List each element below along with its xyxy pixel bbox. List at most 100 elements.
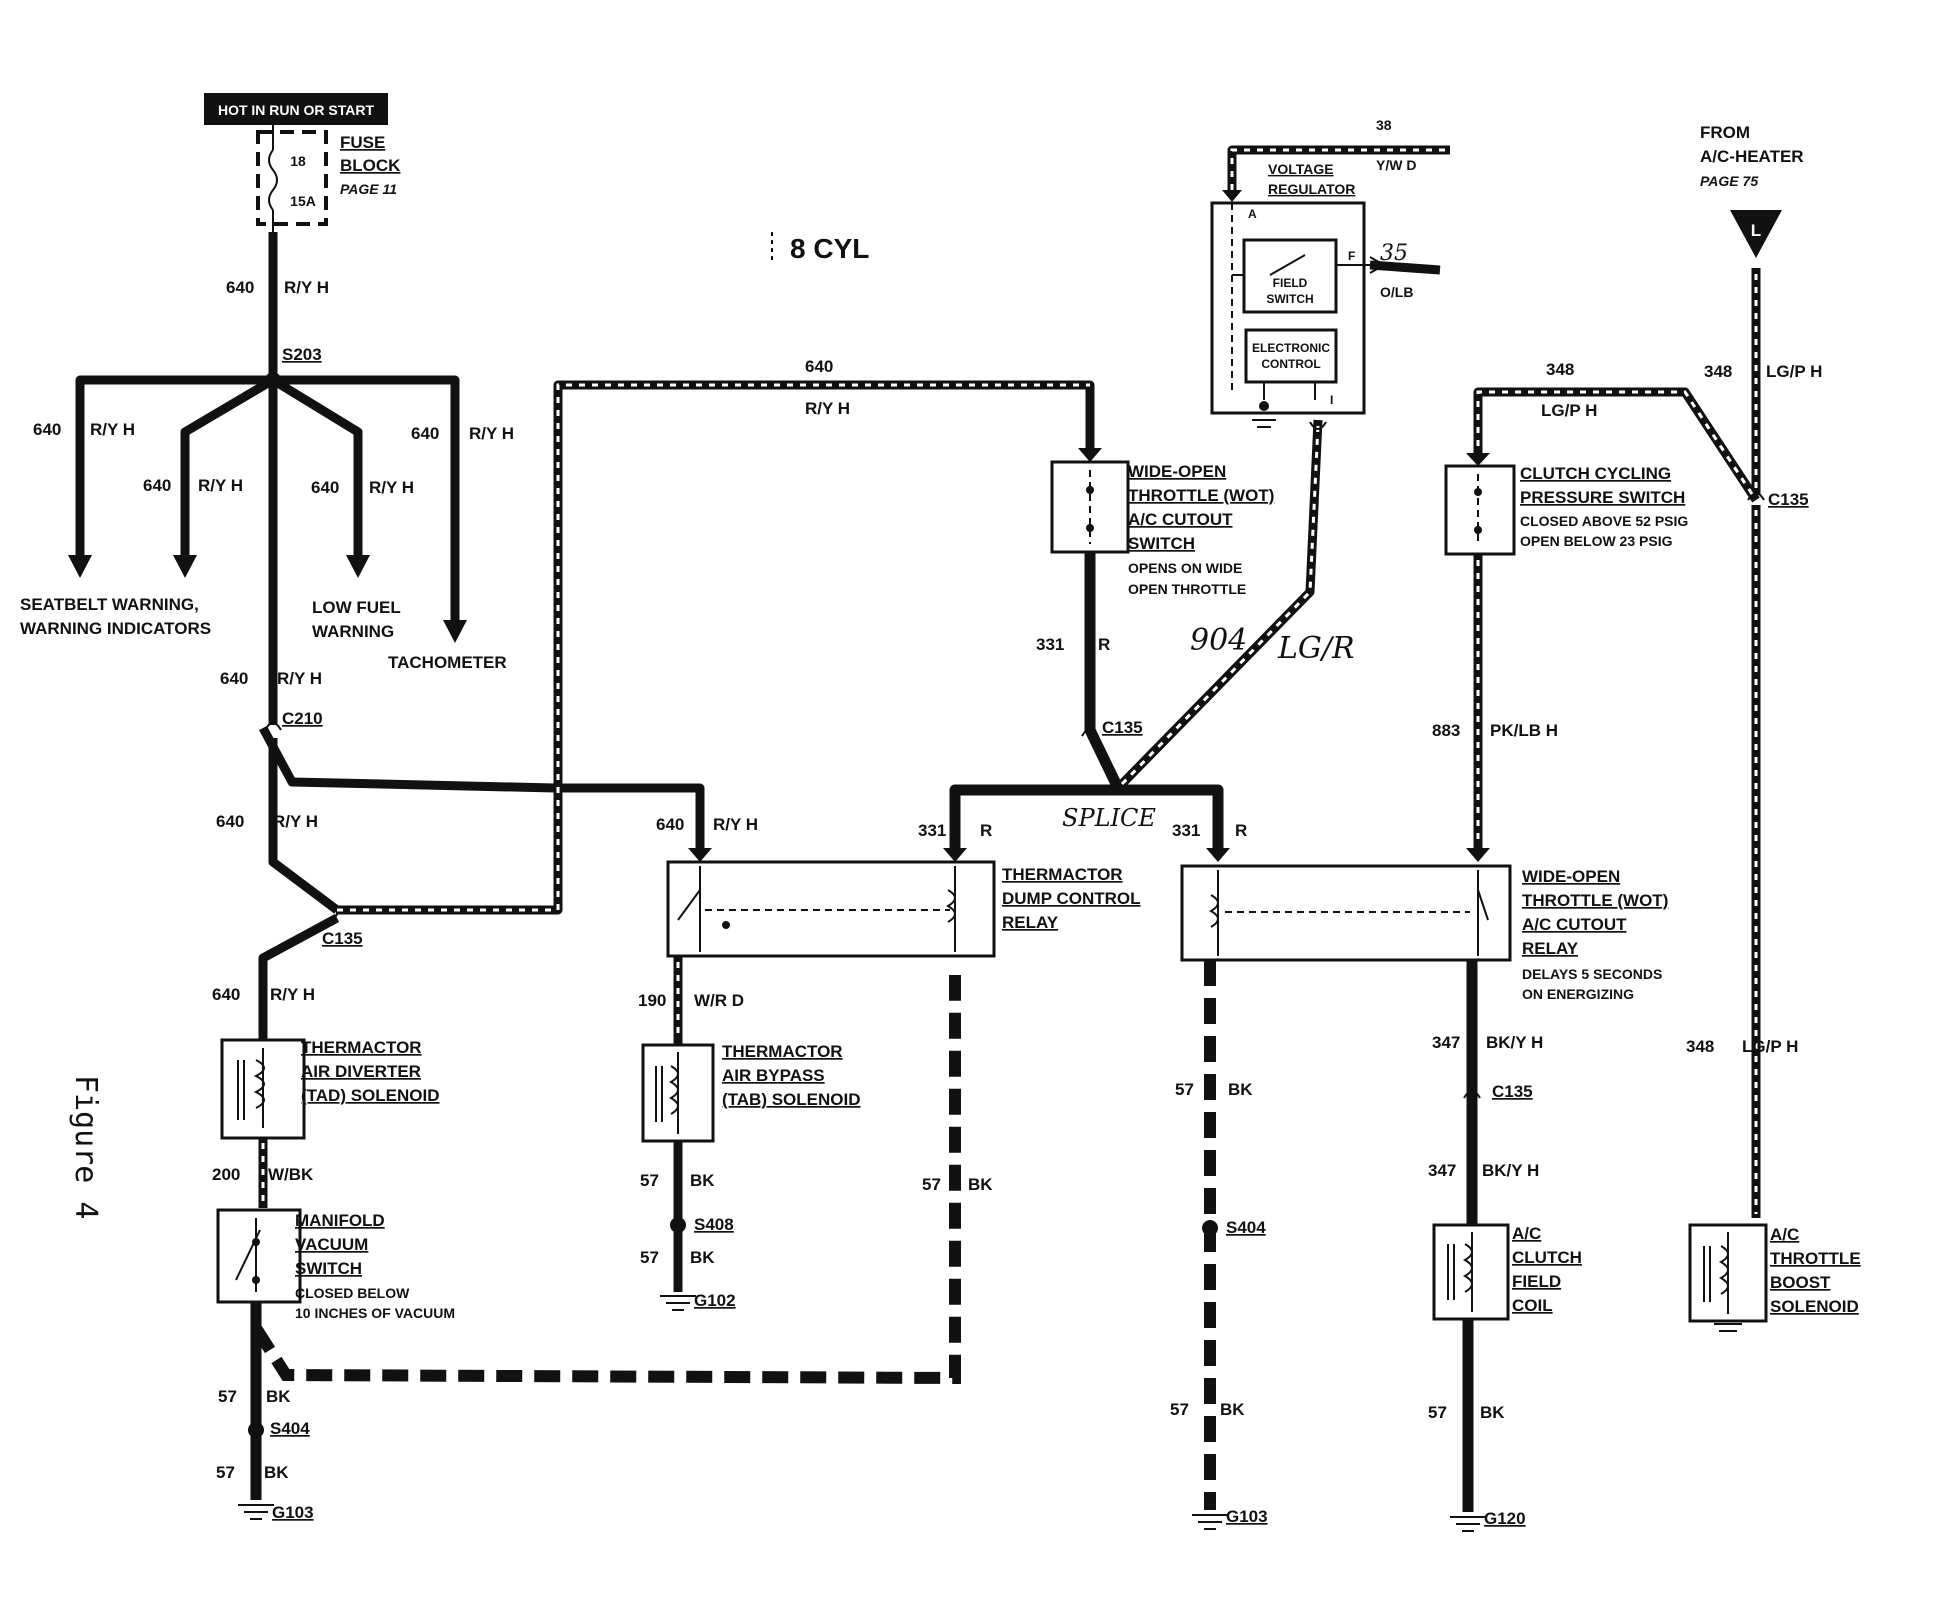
power-source-label: HOT IN RUN OR START [218,102,375,118]
vreg-pin-f: F [1348,249,1355,263]
field-switch-label-1: FIELD [1273,276,1308,290]
fuse-block-label-2: BLOCK [340,156,401,175]
fuse-block-page: PAGE 11 [340,181,397,197]
branch-lowfuel-2: WARNING [312,622,394,641]
splice-s203: S203 [282,345,322,364]
wire-color-r-a: R [1098,635,1110,654]
branch-seatbelt-2: WARNING INDICATORS [20,619,211,638]
branch-lowfuel-1: LOW FUEL [312,598,401,617]
wire-color-wrd: W/R D [694,991,744,1010]
wire-color-wbk: W/BK [268,1165,314,1184]
ccps-note-1: CLOSED ABOVE 52 PSIG [1520,513,1688,529]
wire-num-640-i: 640 [805,357,833,376]
wot-relay-label-4: RELAY [1522,939,1579,958]
field-switch [1242,238,1338,314]
cylinder-label: 8 CYL [790,233,869,264]
wire-num-190: 190 [638,991,666,1010]
tdcr-label-1: THERMACTOR [1002,865,1123,884]
power-source-label-box [204,93,388,125]
wire-num-904: 904 [1190,623,1247,658]
ccps-label-1: CLUTCH CYCLING [1520,464,1671,483]
electronic-control-label-1: ELECTRONIC [1252,341,1330,355]
ac-throttle-boost-solenoid [1688,1223,1768,1332]
wire-num-348-b: 348 [1704,362,1732,381]
wire-color-lgph-c: LG/P H [1742,1037,1798,1056]
atb-label-1: A/C [1770,1225,1799,1244]
ac-clutch-field-coil [1432,1223,1510,1321]
wire-color-olb: O/LB [1380,284,1413,300]
wire-color-ywd: Y/W D [1376,157,1416,173]
vreg-pin-a: A [1248,207,1257,221]
wire-num-57-a: 57 [218,1387,237,1406]
splice-s404-a-dot [248,1422,264,1438]
wire-num-348-c: 348 [1686,1037,1714,1056]
wire-color-lgph-b: LG/P H [1766,362,1822,381]
splice-s404-b: S404 [1226,1218,1266,1237]
splice-s408: S408 [694,1215,734,1234]
atb-label-4: SOLENOID [1770,1297,1859,1316]
vreg-pin-i: I [1330,393,1333,407]
wire-color-lgph-a: LG/P H [1541,401,1597,420]
wot-switch-label-2: THROTTLE (WOT) [1128,486,1274,505]
wot-relay-note-1: DELAYS 5 SECONDS [1522,966,1662,982]
ground-g103-b [1192,1514,1228,1530]
electronic-control [1244,328,1338,384]
wire-num-640-h: 640 [212,985,240,1004]
wire-num-640-b: 640 [33,420,61,439]
wire-color-r-c: R [1235,821,1247,840]
wire-904 [1114,419,1323,792]
wire-color-bkyh-a: BK/Y H [1486,1033,1543,1052]
tad-label-2: AIR DIVERTER [301,1062,421,1081]
wot-switch-note-1: OPENS ON WIDE [1128,560,1242,576]
wot-cutout-relay [1180,864,1512,962]
wire-color-bk-e: BK [968,1175,993,1194]
wire-color-ryh-b: R/Y H [90,420,135,439]
wire-color-bk-a: BK [266,1387,291,1406]
fuse-block: 18 15A [256,125,328,232]
fuse-block-label-1: FUSE [340,133,385,152]
wire-color-pklbh: PK/LB H [1490,721,1558,740]
acheater-page: PAGE 75 [1700,173,1758,189]
wire-num-348-a: 348 [1546,360,1574,379]
fuse-number: 18 [290,153,306,169]
wire-num-331-c: 331 [1172,821,1200,840]
tad-solenoid [220,1038,306,1140]
wire-640-c210-route [259,380,1102,915]
clutch-cycling-pressure-switch [1444,464,1516,556]
acc-label-1: A/C [1512,1224,1541,1243]
wire-640-branches [68,372,467,643]
wire-num-57-d: 57 [640,1248,659,1267]
splice-s404-a: S404 [270,1419,310,1438]
wire-num-347-a: 347 [1432,1033,1460,1052]
wire-color-bkyh-b: BK/Y H [1482,1161,1539,1180]
wire-color-ryh-e: R/Y H [469,424,514,443]
wot-relay-label-2: THROTTLE (WOT) [1522,891,1668,910]
acc-label-3: FIELD [1512,1272,1561,1291]
acc-label-2: CLUTCH [1512,1248,1582,1267]
wire-color-ryh-d: R/Y H [369,478,414,497]
wire-color-bk-b: BK [264,1463,289,1482]
wire-num-200: 200 [212,1165,240,1184]
vreg-label-1: VOLTAGE [1268,161,1334,177]
wire-num-35: 35 [1380,241,1408,266]
connector-c135-c: C135 [1492,1082,1533,1101]
atb-label-2: THROTTLE [1770,1249,1861,1268]
mvs-label-1: MANIFOLD [295,1211,385,1230]
wot-switch-label-3: A/C CUTOUT [1128,510,1233,529]
atb-label-3: BOOST [1770,1273,1831,1292]
connector-c210: C210 [282,709,323,728]
mvs-note-2: 10 INCHES OF VACUUM [295,1305,455,1321]
wire-color-r-b: R [980,821,992,840]
wire-num-38: 38 [1376,117,1392,133]
wire-color-bk-c: BK [690,1171,715,1190]
wire-num-331-b: 331 [918,821,946,840]
wire-num-57-f: 57 [1175,1080,1194,1099]
wire-color-ryh-f: R/Y H [277,669,322,688]
wire-num-57-h: 57 [1428,1403,1447,1422]
wire-color-bk-f: BK [1228,1080,1253,1099]
acheater-label-2: A/C-HEATER [1700,147,1804,166]
fuse-amperage: 15A [290,193,316,209]
tdcr-label-2: DUMP CONTROL [1002,889,1141,908]
manifold-vacuum-switch [216,1208,302,1304]
ccps-label-2: PRESSURE SWITCH [1520,488,1685,507]
